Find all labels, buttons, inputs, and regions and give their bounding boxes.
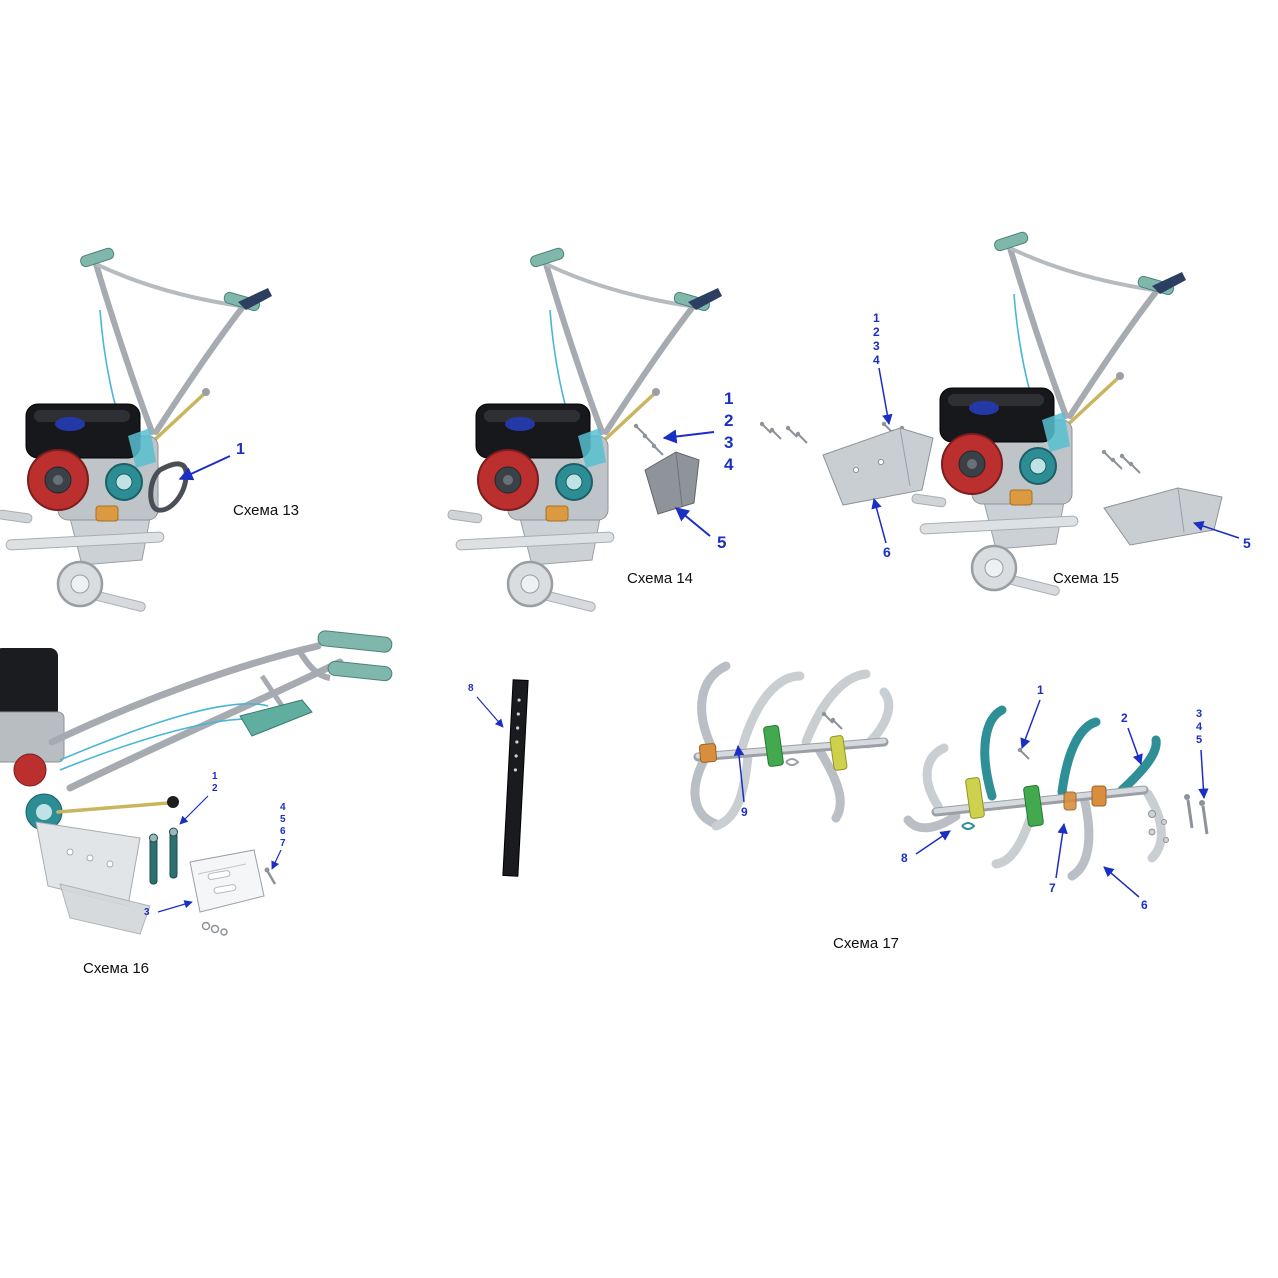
scheme-17-callout-7: 7: [1049, 881, 1056, 895]
mud-guard-plate-right: [1103, 487, 1223, 546]
scheme-15-callout-4: 4: [873, 353, 880, 367]
scheme-16-callout-5: 5: [280, 814, 286, 825]
scheme-16-callout-4: 4: [280, 802, 286, 813]
callout-arrow-s17-6: [1103, 866, 1140, 898]
callout-arrow-s15-6: [871, 497, 887, 544]
scheme-15-illustration: [822, 231, 1223, 596]
scheme-14-callout-2: 2: [724, 411, 734, 430]
scheme-17-callout-3: 3: [1196, 708, 1203, 720]
callout-arrow-s15-5: [1193, 521, 1240, 539]
guard-cover-fold: [675, 451, 683, 507]
strip-part-illustration: [502, 679, 529, 877]
callout-arrow-s14-1234: [662, 429, 715, 444]
scheme-17-callout-1: 1: [1037, 683, 1044, 697]
scheme-14-illustration: [447, 247, 808, 612]
scheme-17-right-rotor: [903, 705, 1209, 881]
scheme-16-title: Схема 16: [83, 960, 150, 977]
scheme-17-callout-5: 5: [1196, 734, 1203, 746]
callout-arrow-s17-8: [915, 830, 951, 855]
scheme-14-callout-5: 5: [717, 533, 727, 552]
callout-arrow-s16-3: [157, 900, 193, 913]
callout-arrow-s15-1234: [878, 367, 893, 426]
scheme-13-title: Схема 13: [233, 502, 300, 519]
scheme-14-callout-1: 1: [724, 389, 734, 408]
scheme-16-callout-1: 1: [212, 771, 218, 782]
callout-arrow-s17-1: [1020, 699, 1041, 749]
callout-arrow-s14-5: [674, 507, 711, 537]
scheme-15-title: Схема 15: [1053, 570, 1120, 587]
scheme-15-callout-6: 6: [883, 544, 891, 560]
scheme-15-callout-2: 2: [873, 325, 880, 339]
scheme-16-callout-3: 3: [144, 907, 150, 918]
scheme-13-callout-1: 1: [236, 441, 245, 458]
mud-guard-plate-left: [822, 427, 934, 506]
callout-arrow-s17-2: [1127, 727, 1143, 765]
scheme-14-callout-3: 3: [724, 433, 734, 452]
scheme-16-callout-6: 6: [280, 826, 286, 837]
scheme-15-callout-5: 5: [1243, 535, 1251, 551]
callout-arrow-s16-4567: [271, 849, 282, 870]
scheme-16-callout-8: 8: [468, 683, 474, 694]
scheme-15-callout-1: 1: [873, 311, 880, 325]
scheme-14-title: Схема 14: [627, 570, 694, 587]
callout-arrows: [157, 367, 1240, 913]
scheme-15-callout-3: 3: [873, 339, 880, 353]
callout-arrow-s16-8: [476, 696, 504, 728]
callout-arrow-s13-1: [178, 455, 231, 481]
callout-arrow-s17-9: [733, 744, 745, 803]
scheme-16-callout-7: 7: [280, 838, 286, 849]
scheme-17-callout-8: 8: [901, 851, 908, 865]
scheme-17-left-rotor: [690, 661, 894, 831]
scheme-17-callout-4: 4: [1196, 721, 1203, 733]
handle-loop-part: [148, 461, 189, 513]
callout-arrow-s17-7: [1055, 822, 1068, 879]
scheme-14-callout-4: 4: [724, 455, 734, 474]
guard-cover-part: [644, 451, 700, 515]
scheme-17-title: Схема 17: [833, 935, 900, 952]
scheme-17-callout-6: 6: [1141, 898, 1148, 912]
scheme-17-callout-9: 9: [741, 805, 748, 819]
scheme-16-callout-2: 2: [212, 783, 218, 794]
scheme-17-callout-2: 2: [1121, 711, 1128, 725]
callout-arrow-s17-345: [1198, 749, 1209, 800]
scheme-16-illustration: [0, 630, 393, 936]
scheme-14-screws: [632, 420, 808, 456]
scheme-13-illustration: [0, 247, 272, 612]
callout-arrow-s16-12: [179, 795, 209, 825]
